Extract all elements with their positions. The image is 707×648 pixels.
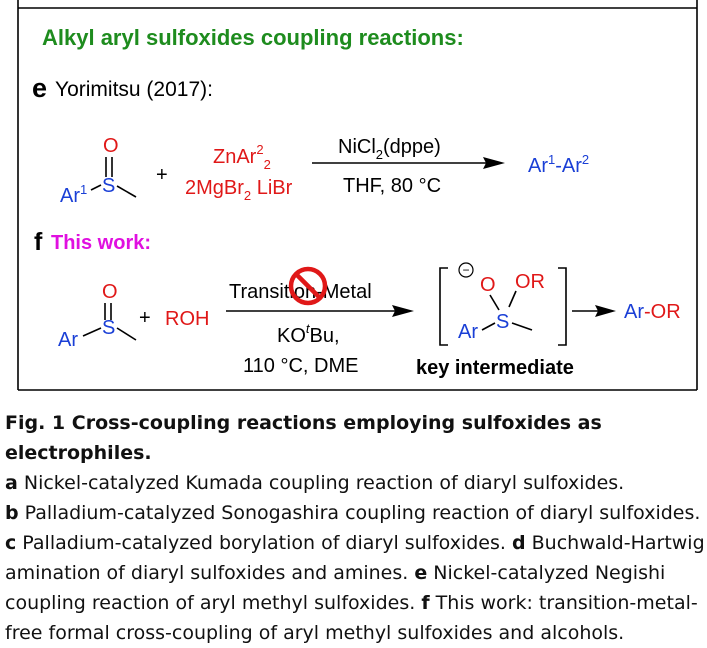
- section-e-citation: Yorimitsu (2017):: [55, 78, 213, 101]
- reaction-scheme: Alkyl aryl sulfoxides coupling reactions…: [17, 0, 698, 391]
- alcohol-reagent: ROH: [165, 308, 209, 330]
- figure-caption: Fig. 1 Cross-coupling reactions employin…: [5, 408, 705, 648]
- product-e: Ar1-Ar2: [528, 152, 589, 177]
- aryl-group: Ar1: [60, 182, 87, 207]
- atom-O: O: [102, 281, 118, 303]
- atom-OR: OR: [515, 271, 545, 293]
- forbidden-icon: [288, 266, 328, 306]
- aryl-group: Ar: [58, 329, 78, 351]
- caption-line: amination of diaryl sulfoxides and amine…: [5, 562, 666, 584]
- caption-line: coupling reaction of aryl methyl sulfoxi…: [5, 592, 698, 614]
- scheme-heading: Alkyl aryl sulfoxides coupling reactions…: [42, 25, 464, 50]
- key-intermediate-structure: − O OR S Ar: [458, 262, 545, 343]
- arrowhead-f2: [595, 305, 616, 317]
- product-f: Ar-OR: [624, 301, 681, 323]
- atom-S: S: [102, 175, 115, 197]
- negative-charge-icon: [458, 262, 474, 278]
- sulfoxide-f: O S Ar: [58, 281, 137, 351]
- charge-sign: −: [462, 263, 469, 277]
- caption-title: Fig. 1 Cross-coupling reactions employin…: [5, 412, 602, 464]
- section-f-letter: f: [34, 228, 43, 256]
- bracket-right: [558, 267, 567, 346]
- bracket-left: [439, 267, 448, 346]
- plus-sign: +: [139, 307, 151, 329]
- transition-metal-label: Transition-Metal: [229, 281, 372, 303]
- section-e-letter: e: [32, 73, 47, 103]
- atom-O: O: [480, 274, 496, 296]
- caption-line: free formal cross-coupling of aryl methy…: [5, 622, 625, 644]
- reagent-zinc: ZnAr22: [213, 142, 271, 172]
- arrowhead-f: [392, 305, 414, 317]
- conditions-e: THF, 80 °C: [343, 175, 441, 197]
- sulfoxide-e: O S Ar1: [60, 135, 137, 207]
- catalyst: NiCl2(dppe): [338, 136, 441, 162]
- conditions-f: 110 °C, DME: [243, 355, 358, 377]
- atom-O: O: [103, 135, 119, 157]
- plus-sign: +: [156, 164, 168, 186]
- caption-line: b Palladium-catalyzed Sonogashira coupli…: [5, 502, 701, 524]
- reagent-salts: 2MgBr2 LiBr: [185, 177, 293, 203]
- base-reagent: KOtBu,: [277, 321, 340, 347]
- section-f-label: This work:: [51, 232, 151, 254]
- arrowhead-e: [483, 157, 505, 169]
- caption-line: a Nickel-catalyzed Kumada coupling react…: [5, 472, 625, 494]
- aryl-group: Ar: [458, 321, 478, 343]
- key-intermediate-label: key intermediate: [416, 357, 574, 379]
- atom-S: S: [496, 311, 509, 333]
- atom-S: S: [102, 317, 115, 339]
- caption-line: c Palladium-catalyzed borylation of diar…: [5, 532, 705, 554]
